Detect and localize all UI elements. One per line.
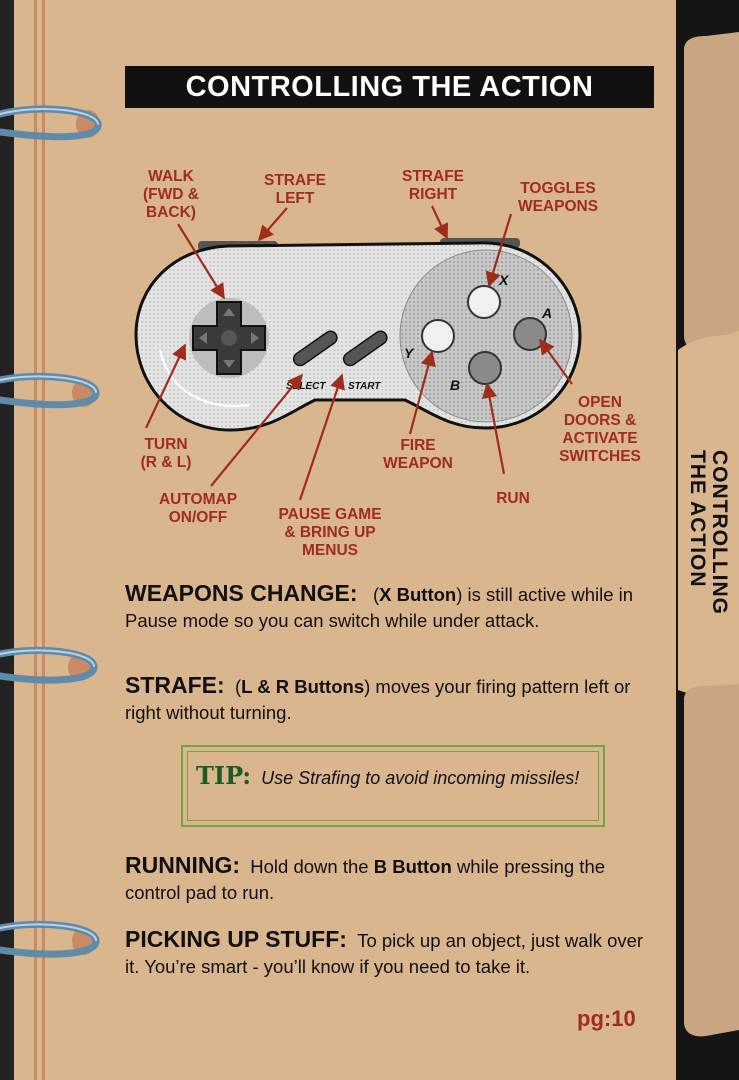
x-button-label: X <box>498 272 510 288</box>
label-strafe-left: STRAFE LEFT <box>248 172 342 208</box>
running-button: B Button <box>373 856 452 877</box>
label-open-doors-text: OPEN DOORS & ACTIVATE SWITCHES <box>559 394 641 465</box>
page-number: pg:10 <box>577 1006 636 1031</box>
section-running: RUNNING: Hold down the B Button while pr… <box>125 852 655 906</box>
select-start-buttons: SELECT START <box>286 330 388 392</box>
label-fire-weapon-text: FIRE WEAPON <box>383 437 453 472</box>
spiral-binding <box>0 105 102 958</box>
face-buttons: X Y A B <box>404 272 552 393</box>
strafe-button: L & R Buttons <box>241 676 365 697</box>
dpad <box>189 298 269 378</box>
label-turn: TURN (R & L) <box>128 436 204 472</box>
arrow-strafe-left <box>257 207 288 242</box>
page-title: CONTROLLING THE ACTION <box>125 66 654 108</box>
controller-body <box>134 238 582 432</box>
label-strafe-left-text: STRAFE LEFT <box>264 172 326 207</box>
label-automap: AUTOMAP ON/OFF <box>142 491 254 527</box>
weapons-button: X Button <box>379 584 457 605</box>
tip-text: Use Strafing to avoid incoming missiles! <box>261 768 580 788</box>
label-run: RUN <box>478 490 548 508</box>
select-label: SELECT <box>286 381 326 392</box>
b-button-label: B <box>450 377 460 393</box>
arrow-turn <box>145 343 187 429</box>
binding-ring <box>0 646 98 684</box>
arrow-walk <box>177 223 225 300</box>
y-button <box>421 319 455 353</box>
strafe-text: moves your firing pattern left or right … <box>125 676 631 723</box>
label-walk: WALK (FWD & BACK) <box>136 168 206 222</box>
weapons-text: is still active while in Pause mode so y… <box>125 584 634 631</box>
tip-inner: TIP: Use Strafing to avoid incoming miss… <box>187 751 599 821</box>
arrow-run <box>482 382 506 475</box>
section-strafe: STRAFE: (L & R Buttons) moves your firin… <box>125 672 631 723</box>
start-label: START <box>348 381 381 392</box>
label-toggles-weapons: TOGGLES WEAPONS <box>502 180 614 216</box>
label-toggles-weapons-text: TOGGLES WEAPONS <box>517 180 599 215</box>
x-button <box>467 285 501 319</box>
arrow-strafe-right <box>431 205 449 240</box>
edge-stripe <box>34 0 37 1080</box>
binding-ring <box>0 920 100 958</box>
arrow-fire <box>408 350 436 435</box>
running-text-a: Hold down the <box>250 856 369 877</box>
tip-label: TIP: <box>196 761 252 790</box>
label-run-text: RUN <box>496 490 530 507</box>
a-button <box>513 317 547 351</box>
a-button-label: A <box>541 305 552 321</box>
running-heading: RUNNING: <box>125 852 240 878</box>
y-button-label: Y <box>404 345 415 361</box>
tip-box: TIP: Use Strafing to avoid incoming miss… <box>181 745 605 827</box>
callout-arrows <box>145 205 573 501</box>
b-button <box>468 351 502 385</box>
label-pause-game-text: PAUSE GAME & BRING UP MENUS <box>278 506 382 559</box>
label-strafe-right: STRAFE RIGHT <box>386 168 480 204</box>
arrow-open-doors <box>539 338 573 385</box>
binding-ring <box>0 372 100 409</box>
picking-text: To pick up an object, just walk over it.… <box>125 930 644 977</box>
edge-stripe <box>42 0 45 1080</box>
label-pause-game: PAUSE GAME & BRING UP MENUS <box>262 506 398 560</box>
weapons-heading: WEAPONS CHANGE: <box>125 580 358 606</box>
label-walk-text: WALK (FWD & BACK) <box>143 168 199 221</box>
label-turn-text: TURN (R & L) <box>140 436 192 471</box>
strafe-heading: STRAFE: <box>125 672 225 698</box>
label-strafe-right-text: STRAFE RIGHT <box>402 168 464 203</box>
paper-page <box>14 0 676 1080</box>
picking-heading: PICKING UP STUFF: <box>125 926 347 952</box>
arrow-toggles-weapons <box>485 213 513 288</box>
binding-ring <box>0 105 102 141</box>
section-weapons-change: WEAPONS CHANGE: (X Button) is still acti… <box>125 580 634 631</box>
section-picking-up: PICKING UP STUFF: To pick up an object, … <box>125 926 655 980</box>
index-tab-column <box>676 0 739 1080</box>
label-fire-weapon: FIRE WEAPON <box>370 437 466 473</box>
label-automap-text: AUTOMAP ON/OFF <box>158 491 238 526</box>
arrow-automap <box>210 373 303 487</box>
binding-shadow <box>0 0 14 1080</box>
label-open-doors: OPEN DOORS & ACTIVATE SWITCHES <box>544 394 656 466</box>
running-text-b: while pressing the control pad to run. <box>125 856 606 903</box>
arrow-pause <box>298 373 345 501</box>
